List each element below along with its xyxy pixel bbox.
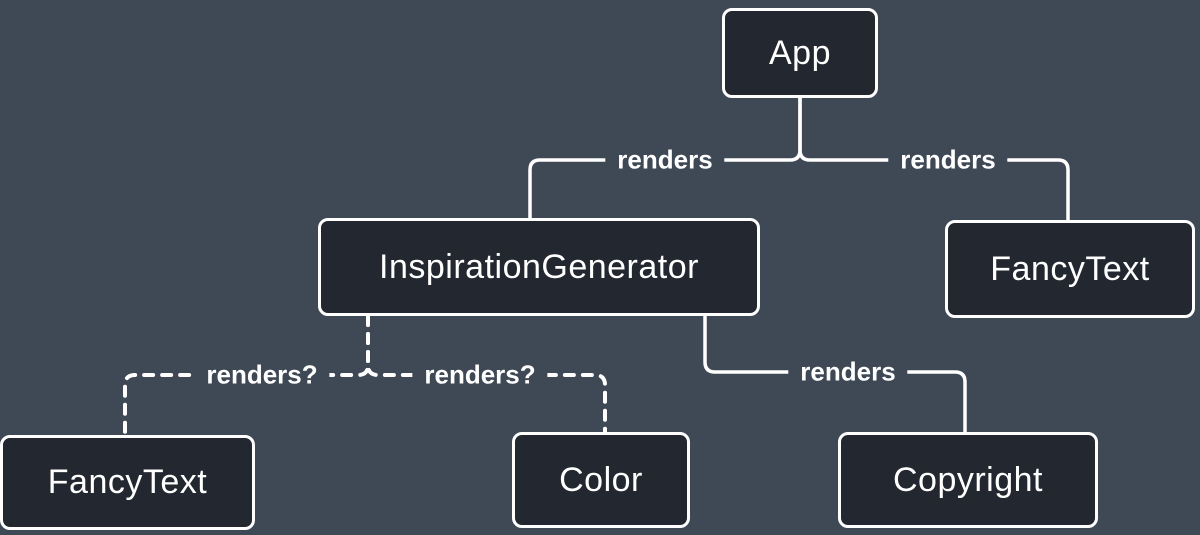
- node-fancy-text-bottom: FancyText: [0, 435, 255, 530]
- edge-label-renders-app-fancytext: renders: [888, 142, 1008, 178]
- edge-label-renders-app-inspirationgenerator: renders: [605, 142, 725, 178]
- edge-label-renders-copyright: renders: [788, 354, 908, 390]
- node-inspiration-generator-label: InspirationGenerator: [379, 247, 699, 286]
- node-fancy-text-top: FancyText: [945, 220, 1195, 318]
- node-copyright: Copyright: [838, 432, 1098, 528]
- node-inspiration-generator: InspirationGenerator: [318, 218, 760, 316]
- edge-inspirationgenerator-to-color: [366, 314, 607, 434]
- edge-label-renders-question-fancytext: renders?: [194, 357, 330, 393]
- edge-label-renders-question-color: renders?: [412, 357, 548, 393]
- node-copyright-label: Copyright: [892, 460, 1043, 499]
- node-fancy-text-top-label: FancyText: [990, 249, 1150, 288]
- node-color-label: Color: [559, 460, 643, 499]
- node-app: App: [722, 8, 878, 98]
- node-color: Color: [512, 432, 690, 528]
- node-fancy-text-bottom-label: FancyText: [47, 463, 208, 501]
- node-app-label: App: [769, 33, 831, 72]
